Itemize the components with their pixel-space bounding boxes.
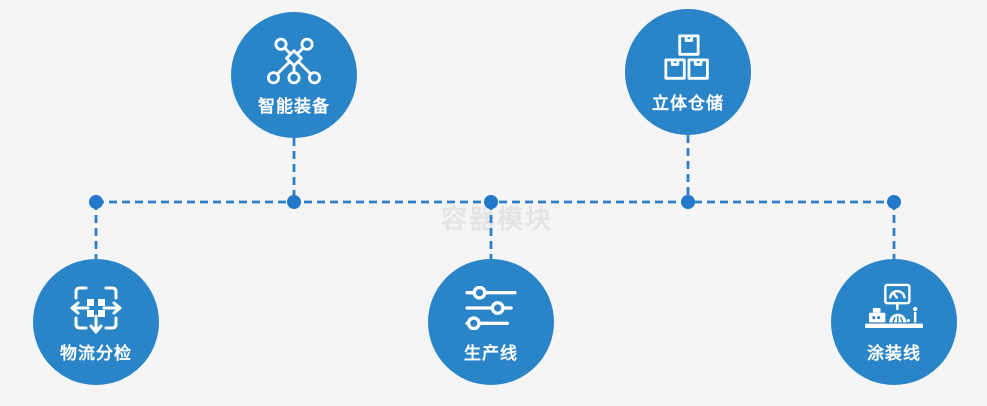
- sorting-arrows-icon: [68, 280, 124, 336]
- node-label: 智能装备: [258, 96, 330, 116]
- node-logistics-sorting[interactable]: 物流分检: [33, 259, 159, 385]
- node-label: 生产线: [464, 343, 518, 363]
- node-label: 物流分检: [60, 343, 132, 363]
- stacked-boxes-icon: [662, 30, 714, 86]
- junction-dot: [484, 195, 498, 209]
- node-production-line[interactable]: 生产线: [428, 259, 554, 385]
- node-smart-equipment[interactable]: 智能装备: [231, 12, 357, 138]
- junction-dot: [89, 195, 103, 209]
- junction-dot: [887, 195, 901, 209]
- coating-machine-icon: [863, 280, 925, 336]
- node-label: 立体仓储: [652, 93, 724, 113]
- watermark-text: 容器模块: [441, 204, 554, 234]
- junction-dot: [287, 195, 301, 209]
- node-coating-line[interactable]: 涂装线: [831, 259, 957, 385]
- node-stereo-warehouse[interactable]: 立体仓储: [625, 9, 751, 135]
- node-label: 涂装线: [867, 343, 921, 363]
- network-nodes-icon: [264, 33, 324, 89]
- sliders-icon: [464, 280, 518, 336]
- junction-dot: [681, 195, 695, 209]
